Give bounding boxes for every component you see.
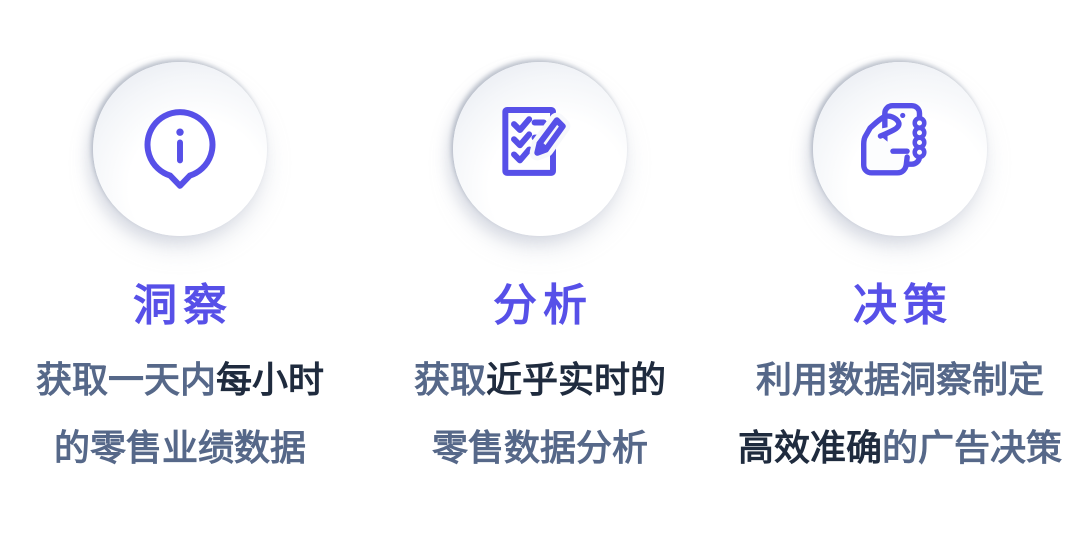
feature-column-decision: 决策 利用数据洞察制定 高效准确的广告决策: [720, 0, 1080, 533]
desc-segment: 获取一天内: [35, 359, 216, 400]
feature-desc-line: 获取近乎实时的: [414, 346, 666, 414]
feature-desc-analysis: 获取近乎实时的 零售数据分析: [414, 346, 666, 482]
desc-segment-strong: 每小时: [216, 359, 325, 400]
feature-desc-decision: 利用数据洞察制定 高效准确的广告决策: [738, 346, 1062, 482]
desc-segment: 的广告决策: [882, 427, 1063, 468]
hand-holding-phone-icon: [861, 102, 927, 176]
desc-segment: 零售数据分析: [431, 427, 648, 468]
desc-segment: 的零售业绩数据: [53, 427, 306, 468]
desc-segment: 获取: [413, 359, 486, 400]
feature-desc-line: 利用数据洞察制定: [738, 346, 1062, 414]
insight-icon-circle: [93, 62, 267, 236]
feature-desc-line: 高效准确的广告决策: [738, 414, 1062, 482]
feature-desc-line: 的零售业绩数据: [36, 414, 324, 482]
feature-title-analysis: 分析: [493, 281, 593, 330]
desc-segment-strong: 高效准确: [737, 427, 882, 468]
feature-desc-line: 获取一天内每小时: [36, 346, 324, 414]
checklist-pencil-icon: [502, 107, 571, 176]
feature-title-insight: 洞察: [133, 281, 233, 330]
feature-desc-insight: 获取一天内每小时 的零售业绩数据: [36, 346, 324, 482]
info-speech-bubble-icon: [144, 109, 216, 189]
feature-column-analysis: 分析 获取近乎实时的 零售数据分析: [360, 0, 720, 533]
desc-segment: 利用数据洞察制定: [755, 359, 1044, 400]
analysis-icon-circle: [453, 62, 627, 236]
feature-column-insight: 洞察 获取一天内每小时 的零售业绩数据: [0, 0, 360, 533]
feature-title-decision: 决策: [853, 281, 953, 330]
feature-desc-line: 零售数据分析: [414, 414, 666, 482]
decision-icon-circle: [813, 62, 987, 236]
desc-segment-strong: 近乎实时的: [486, 359, 667, 400]
